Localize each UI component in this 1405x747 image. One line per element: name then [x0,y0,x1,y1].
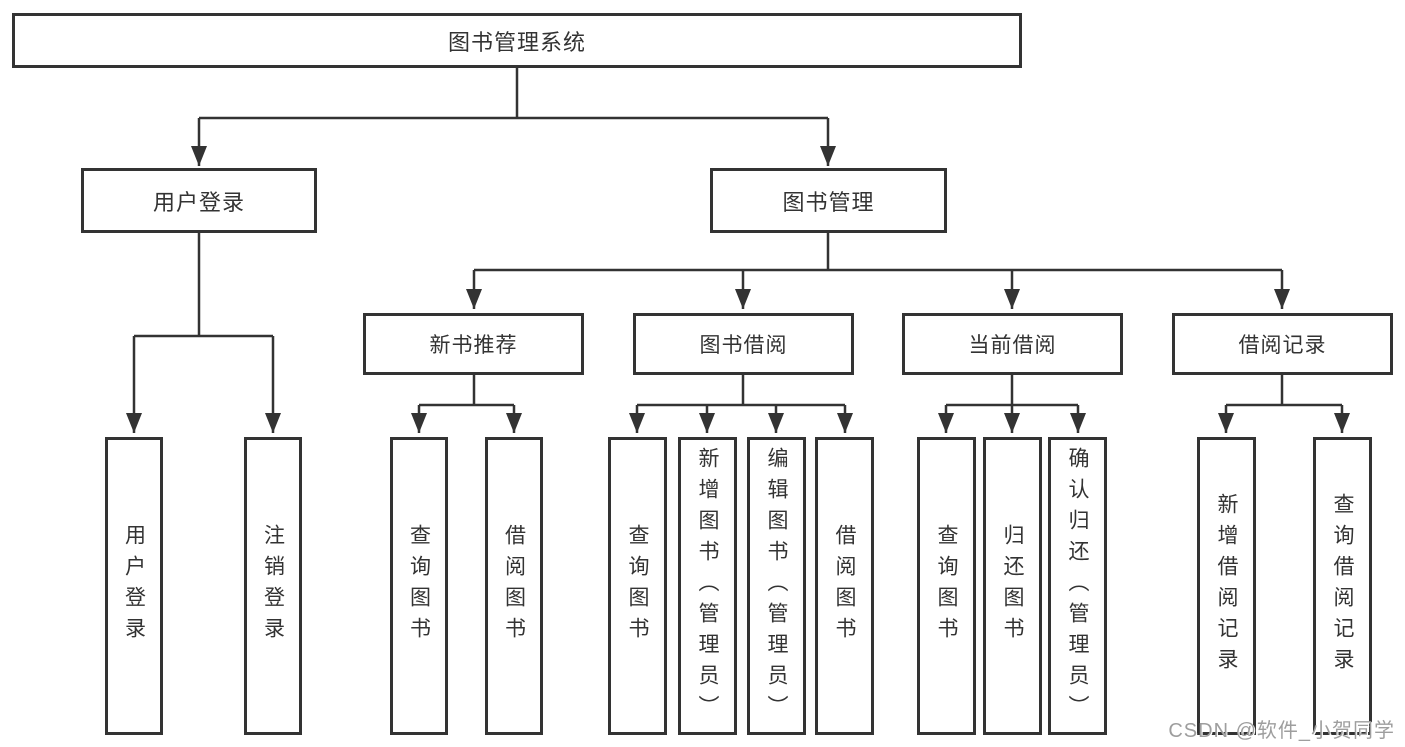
leaf-confirm-return-admin-label: 确认归还（管理员） [1066,446,1089,726]
node-root-label: 图书管理系统 [447,29,586,55]
leaf-add-book-admin: 新增图书（管理员） [678,437,737,735]
leaf-edit-book-admin-label: 编辑图书（管理员） [765,446,788,726]
leaf-borrow-books-recommend: 借阅图书 [485,437,543,735]
leaf-add-book-admin-label: 新增图书（管理员） [696,446,719,726]
leaf-return-books: 归还图书 [983,437,1042,735]
leaf-logout: 注销登录 [244,437,302,735]
leaf-add-borrow-record: 新增借阅记录 [1197,437,1256,735]
leaf-borrow-books: 借阅图书 [815,437,874,735]
leaf-query-books-current: 查询图书 [917,437,976,735]
node-borrowing-records-label: 借阅记录 [1238,334,1327,357]
leaf-query-books-recommend: 查询图书 [390,437,448,735]
node-new-book-recommendation: 新书推荐 [363,313,584,375]
node-current-borrowing: 当前借阅 [902,313,1123,375]
leaf-borrow-books-label: 借阅图书 [833,524,856,648]
leaf-borrow-books-recommend-label: 借阅图书 [502,524,526,648]
node-current-borrowing-label: 当前借阅 [968,334,1057,357]
node-book-borrowing: 图书借阅 [633,313,854,375]
watermark: CSDN @软件_小贺同学 [1168,720,1395,742]
leaf-user-login: 用户登录 [105,437,163,735]
leaf-edit-book-admin: 编辑图书（管理员） [747,437,806,735]
leaf-query-borrow-record-label: 查询借阅记录 [1331,493,1354,679]
node-root: 图书管理系统 [12,13,1022,68]
node-book-borrowing-label: 图书借阅 [699,334,788,357]
leaf-add-borrow-record-label: 新增借阅记录 [1215,493,1238,679]
leaf-query-borrow-record: 查询借阅记录 [1313,437,1372,735]
node-book-management: 图书管理 [710,168,947,233]
leaf-return-books-label: 归还图书 [1001,524,1024,648]
node-book-management-label: 图书管理 [782,189,875,215]
node-new-book-recommendation-label: 新书推荐 [429,334,518,357]
node-user-login: 用户登录 [81,168,317,233]
node-borrowing-records: 借阅记录 [1172,313,1393,375]
leaf-logout-label: 注销登录 [261,524,285,648]
leaf-query-books-borrowing: 查询图书 [608,437,667,735]
leaf-query-books-recommend-label: 查询图书 [407,524,431,648]
node-user-login-label: 用户登录 [152,189,245,215]
leaf-query-books-current-label: 查询图书 [935,524,958,648]
leaf-confirm-return-admin: 确认归还（管理员） [1048,437,1107,735]
leaf-query-books-borrowing-label: 查询图书 [626,524,649,648]
leaf-user-login-label: 用户登录 [122,524,146,648]
